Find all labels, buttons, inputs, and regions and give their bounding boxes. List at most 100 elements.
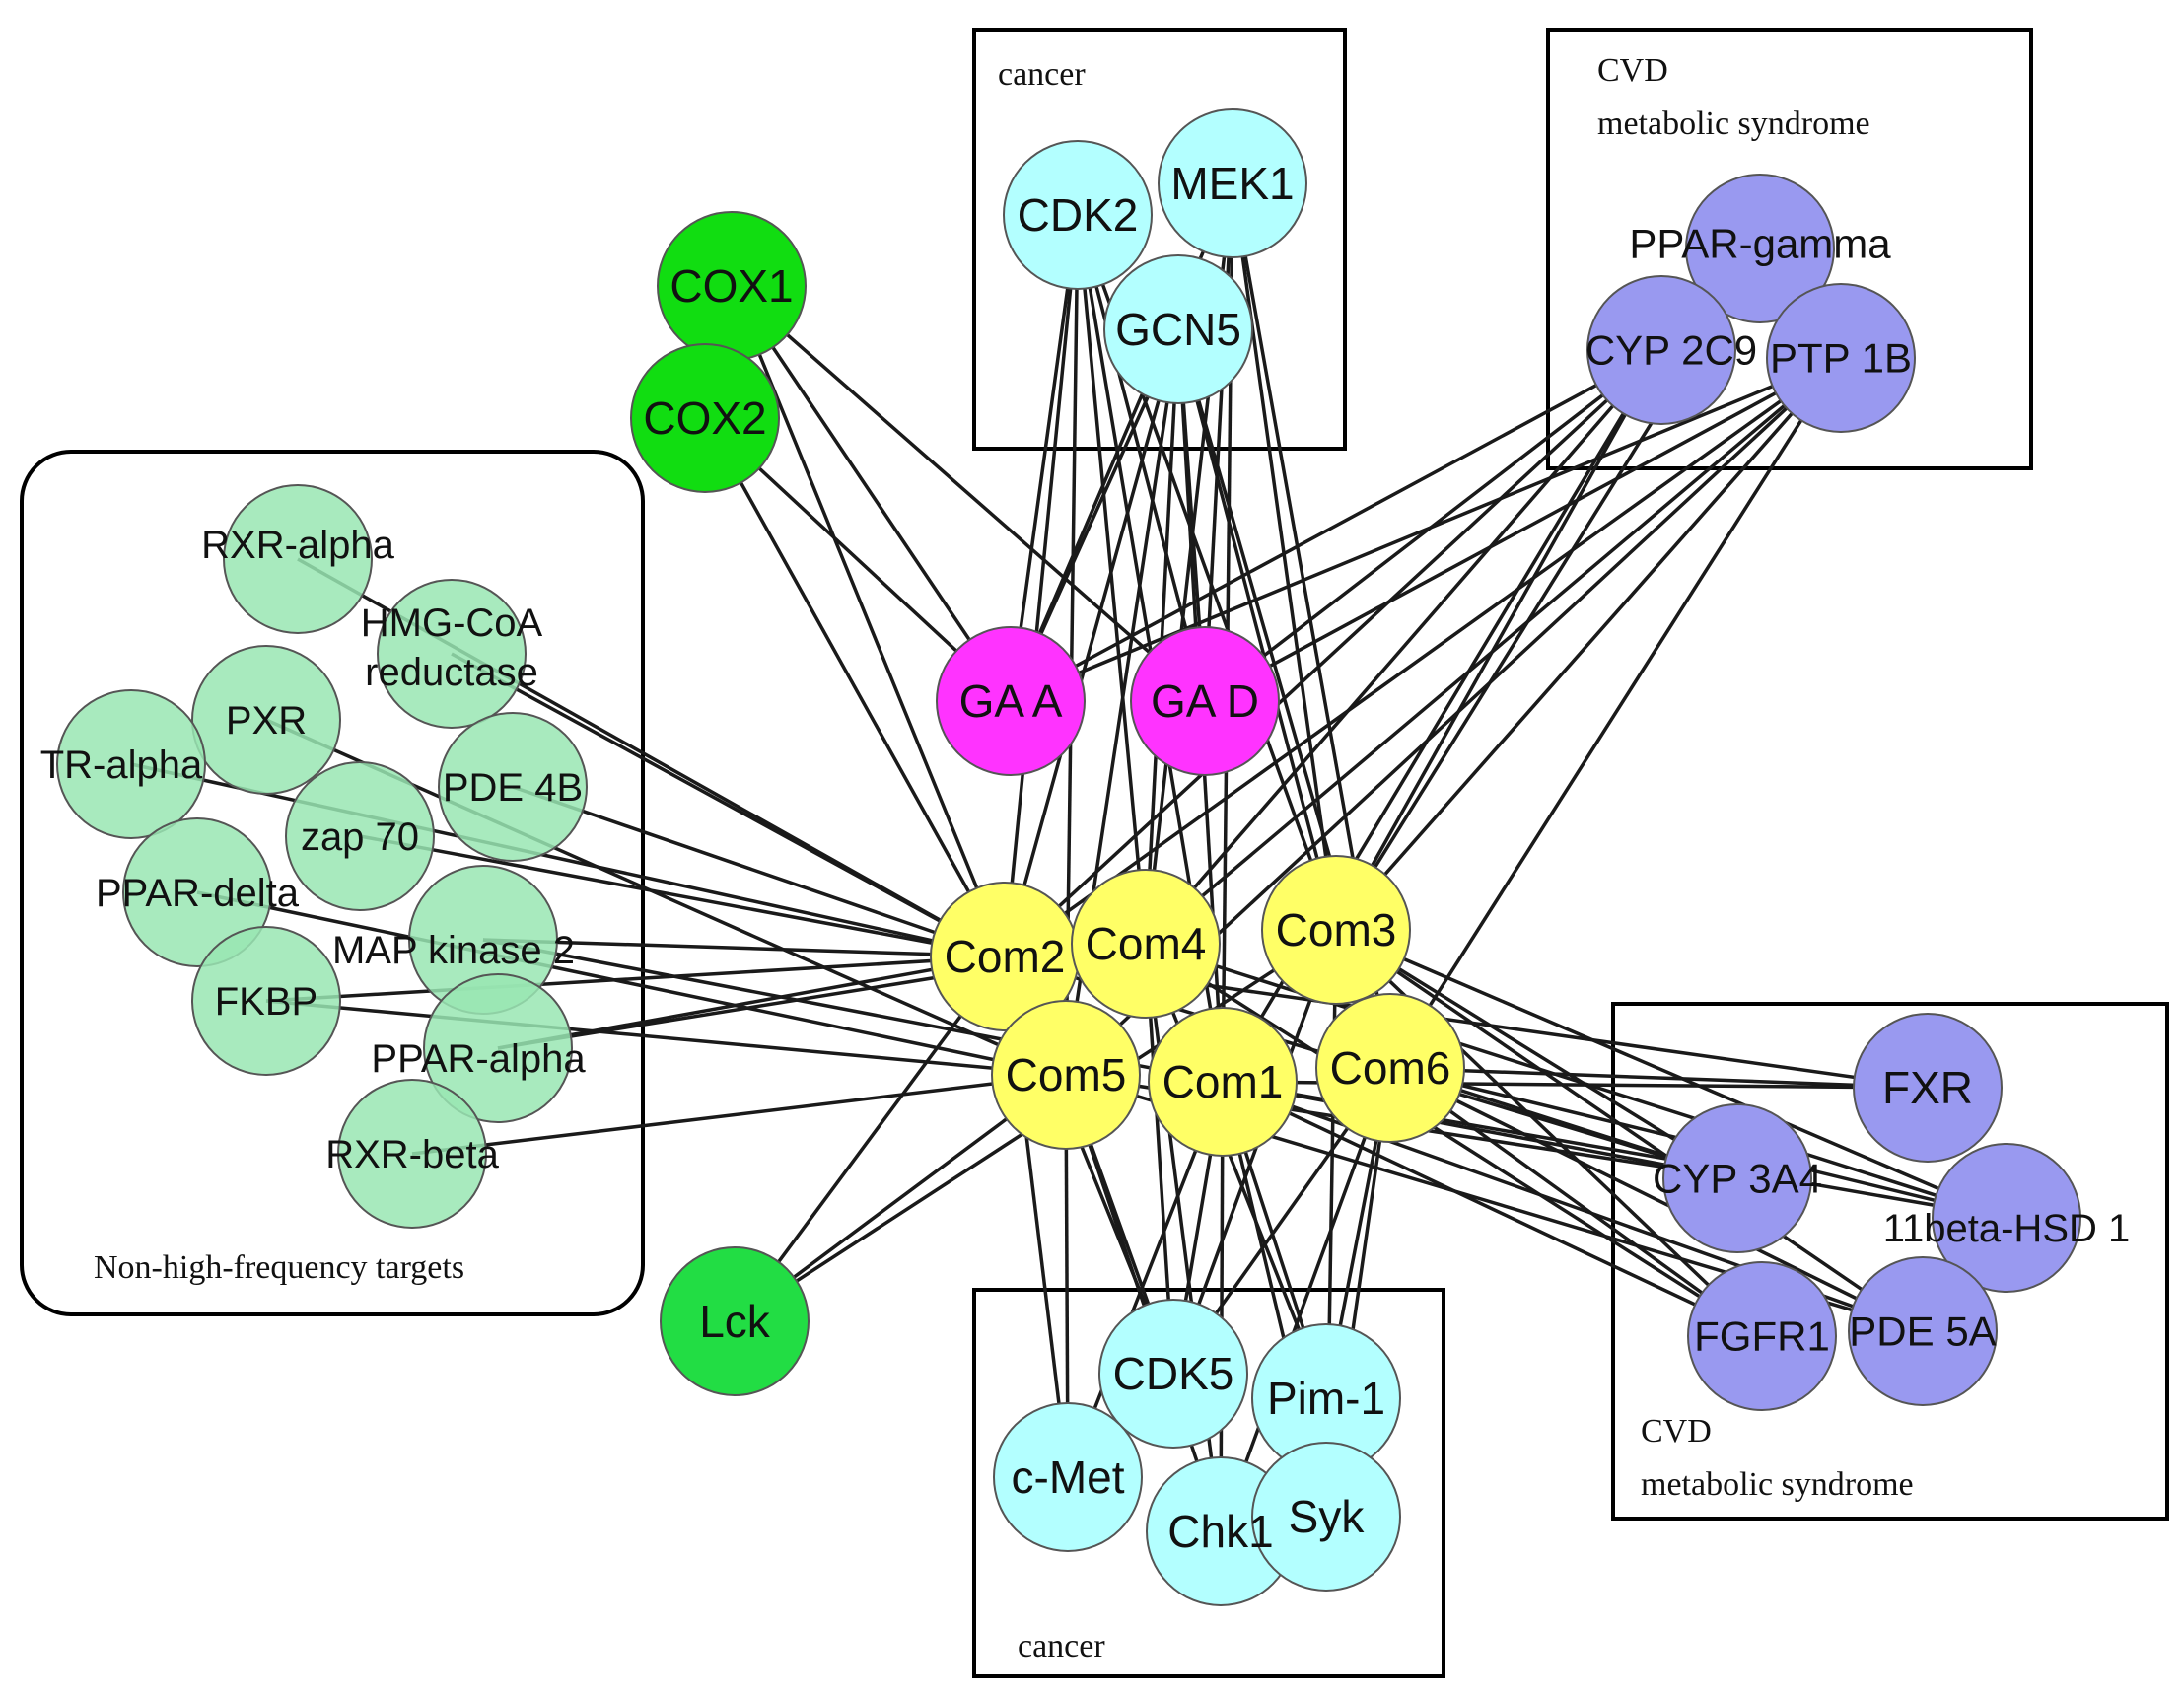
node-pde5a[interactable] xyxy=(1848,1256,1998,1406)
edge-com2-fkbp xyxy=(265,955,1006,1003)
node-com3[interactable] xyxy=(1261,855,1411,1005)
group-labels: cancer CVD metabolic syndrome Non-high-f… xyxy=(94,52,1914,1665)
node-com5[interactable] xyxy=(991,1000,1141,1150)
edge-com6-fxr xyxy=(1389,1066,1929,1090)
cvd-top-label-line2: metabolic syndrome xyxy=(1597,106,1870,142)
edge-com3-cyp2c9 xyxy=(1334,349,1663,931)
node-mek1[interactable] xyxy=(1158,108,1307,258)
cvd-top-label-line1: CVD xyxy=(1597,52,1668,89)
edge-gad-cox1 xyxy=(730,284,1207,703)
node-syk[interactable] xyxy=(1251,1442,1401,1592)
edge-com2-zap70 xyxy=(359,834,1006,958)
node-pparg[interactable] xyxy=(1685,174,1835,323)
node-pxr[interactable] xyxy=(191,645,341,795)
label-cyp3a4: CYP 3A4 xyxy=(1653,1156,1822,1202)
edge-com2-mapk2 xyxy=(482,938,1006,958)
node-pde4b[interactable] xyxy=(438,712,588,862)
node-ppard[interactable] xyxy=(122,817,272,967)
label-tra: TR-alpha xyxy=(40,744,203,787)
node-rxrb[interactable] xyxy=(337,1079,487,1229)
node-com1[interactable] xyxy=(1148,1007,1298,1157)
node-gaa[interactable] xyxy=(936,626,1086,776)
label-fkbp: FKBP xyxy=(215,980,317,1024)
node-cyp3a4[interactable] xyxy=(1662,1103,1812,1253)
edge-com2-lck xyxy=(733,955,1007,1323)
cvd-top-box xyxy=(1546,28,2033,470)
label-pde5a: PDE 5A xyxy=(1849,1309,1996,1355)
label-zap70: zap 70 xyxy=(301,815,419,859)
node-hmg[interactable] xyxy=(377,579,527,729)
label-pde4b: PDE 4B xyxy=(443,766,583,810)
edge-com5-chk1 xyxy=(1064,1074,1223,1532)
node-com6[interactable] xyxy=(1315,993,1465,1143)
edge-com6-chk1 xyxy=(1219,1067,1392,1532)
edge-com3-cdk5 xyxy=(1171,929,1338,1375)
label-cdk5: CDK5 xyxy=(1113,1348,1234,1399)
label-pxr: PXR xyxy=(226,699,307,743)
edge-com5-ppard xyxy=(196,890,1067,1077)
edge-com2-gcn5 xyxy=(1003,328,1180,957)
node-lck[interactable] xyxy=(660,1246,810,1396)
node-cyp2c9[interactable] xyxy=(1586,275,1736,425)
edge-com6-ptp1b xyxy=(1388,357,1843,1069)
label-ppard: PPAR-delta xyxy=(96,872,300,915)
edge-gaa-cox1 xyxy=(730,285,1013,702)
edge-com2-hmg xyxy=(451,652,1006,958)
label-chk1: Chk1 xyxy=(1167,1506,1273,1557)
edge-com2-cdk2 xyxy=(1003,214,1080,957)
node-com4[interactable] xyxy=(1071,869,1221,1019)
label-cox2: COX2 xyxy=(643,392,766,444)
label-com1: Com1 xyxy=(1162,1056,1284,1107)
nonhigh-label: Non-high-frequency targets xyxy=(94,1249,464,1286)
label-cyp2c9: CYP 2C9 xyxy=(1585,327,1757,374)
edge-com5-fkbp xyxy=(265,999,1067,1077)
node-cox2[interactable] xyxy=(630,343,780,493)
edge-com5-rxrb xyxy=(411,1073,1067,1156)
label-mek1: MEK1 xyxy=(1170,158,1294,209)
edge-com6-fgfr1 xyxy=(1388,1066,1764,1338)
label-pparg: PPAR-gamma xyxy=(1629,221,1891,267)
edge-gad-mek1 xyxy=(1203,182,1234,702)
cancer-bottom-label: cancer xyxy=(1018,1628,1105,1665)
cancer-bottom-box xyxy=(972,1288,1445,1678)
label-fgfr1: FGFR1 xyxy=(1694,1313,1830,1360)
node-cmet[interactable] xyxy=(993,1402,1143,1552)
nonhigh-box xyxy=(20,450,645,1316)
node-rxra[interactable] xyxy=(223,484,373,634)
node-zap70[interactable] xyxy=(285,761,435,911)
label-cdk2: CDK2 xyxy=(1018,189,1139,241)
node-gcn5[interactable] xyxy=(1103,254,1253,404)
cvd-bottom-label-line1: CVD xyxy=(1641,1413,1712,1450)
node-hsd1[interactable] xyxy=(1932,1143,2081,1293)
edge-com2-cyp2c9 xyxy=(1003,348,1663,958)
cvd-bottom-box xyxy=(1611,1002,2169,1521)
node-tra[interactable] xyxy=(56,689,206,839)
label-mapk2: MAP kinase 2 xyxy=(332,929,575,972)
edge-com2-cox1 xyxy=(730,285,1007,957)
node-ptp1b[interactable] xyxy=(1766,283,1916,433)
edge-com4-fgfr1 xyxy=(1145,942,1763,1338)
node-cdk2[interactable] xyxy=(1003,140,1153,290)
edge-com2-pde4b xyxy=(512,785,1006,958)
node-cdk5[interactable] xyxy=(1098,1299,1248,1449)
label-com4: Com4 xyxy=(1086,918,1207,969)
edge-com4-gcn5 xyxy=(1144,328,1180,945)
label-pim1: Pim-1 xyxy=(1267,1373,1385,1424)
label-rxrb: RXR-beta xyxy=(325,1133,499,1176)
edge-com4-cdk2 xyxy=(1076,214,1148,945)
node-gad[interactable] xyxy=(1130,626,1280,776)
node-fkbp[interactable] xyxy=(191,926,341,1076)
edge-com3-mek1 xyxy=(1231,182,1338,931)
edge-gad-ptp1b xyxy=(1204,356,1842,703)
edge-com3-ptp1b xyxy=(1334,356,1843,932)
node-fxr[interactable] xyxy=(1853,1013,2003,1163)
node-ppara[interactable] xyxy=(423,973,573,1123)
edge-gad-cyp2c9 xyxy=(1203,348,1663,703)
label-syk: Syk xyxy=(1289,1491,1366,1542)
edge-com6-pde5a xyxy=(1389,1066,1924,1333)
label-cmet: c-Met xyxy=(1012,1452,1125,1503)
label-rxra: RXR-alpha xyxy=(201,524,394,567)
label-com5: Com5 xyxy=(1006,1049,1127,1100)
node-fgfr1[interactable] xyxy=(1687,1261,1837,1411)
